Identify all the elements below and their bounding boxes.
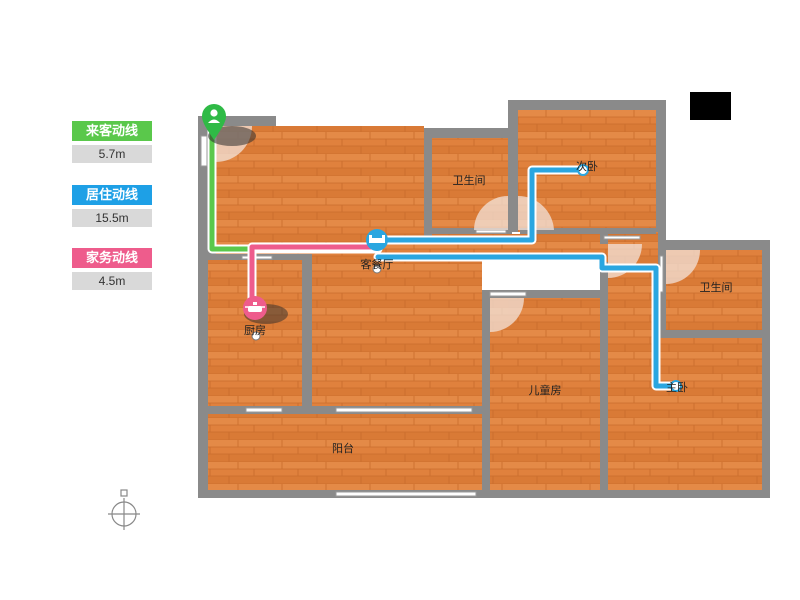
label-living-dining: 客餐厅 bbox=[361, 257, 394, 271]
entrance-pin-icon bbox=[202, 104, 256, 146]
legend-living-route: 居住动线 15.5m bbox=[72, 185, 152, 227]
second-bedroom-node bbox=[577, 164, 589, 176]
legend-guest-route: 来客动线 5.7m bbox=[72, 121, 152, 163]
legend-block bbox=[690, 92, 731, 120]
legend-guest-label: 来客动线 bbox=[72, 121, 152, 141]
dining-floor bbox=[312, 260, 482, 406]
label-master-bedroom: 主卧 bbox=[666, 381, 688, 394]
legend-chore-route: 家务动线 4.5m bbox=[72, 248, 152, 290]
windows bbox=[200, 135, 664, 497]
legend-chore-label: 家务动线 bbox=[72, 248, 152, 268]
label-kitchen: 厨房 bbox=[244, 324, 266, 337]
sofa-icon bbox=[366, 229, 388, 251]
circulation-paths bbox=[207, 125, 681, 391]
legend-living-label: 居住动线 bbox=[72, 185, 152, 205]
label-kids-room: 儿童房 bbox=[529, 383, 562, 397]
label-balcony: 阳台 bbox=[332, 441, 354, 455]
compass-icon bbox=[108, 489, 140, 530]
label-bath-top: 卫生间 bbox=[453, 173, 486, 187]
label-second-bedroom: 次卧 bbox=[576, 159, 598, 173]
legend-living-value: 15.5m bbox=[72, 209, 152, 227]
kitchen-label-dot bbox=[251, 331, 261, 341]
legend-guest-value: 5.7m bbox=[72, 145, 152, 163]
kids-room-floor bbox=[490, 298, 600, 490]
label-bath-right: 卫生间 bbox=[700, 280, 733, 294]
cooking-pot-icon bbox=[243, 296, 288, 324]
master-bedroom-node bbox=[670, 380, 682, 392]
living-label-dot bbox=[372, 264, 382, 274]
master-bedroom-floor bbox=[608, 338, 762, 490]
balcony-floor bbox=[208, 414, 482, 490]
legend-chore-value: 4.5m bbox=[72, 272, 152, 290]
